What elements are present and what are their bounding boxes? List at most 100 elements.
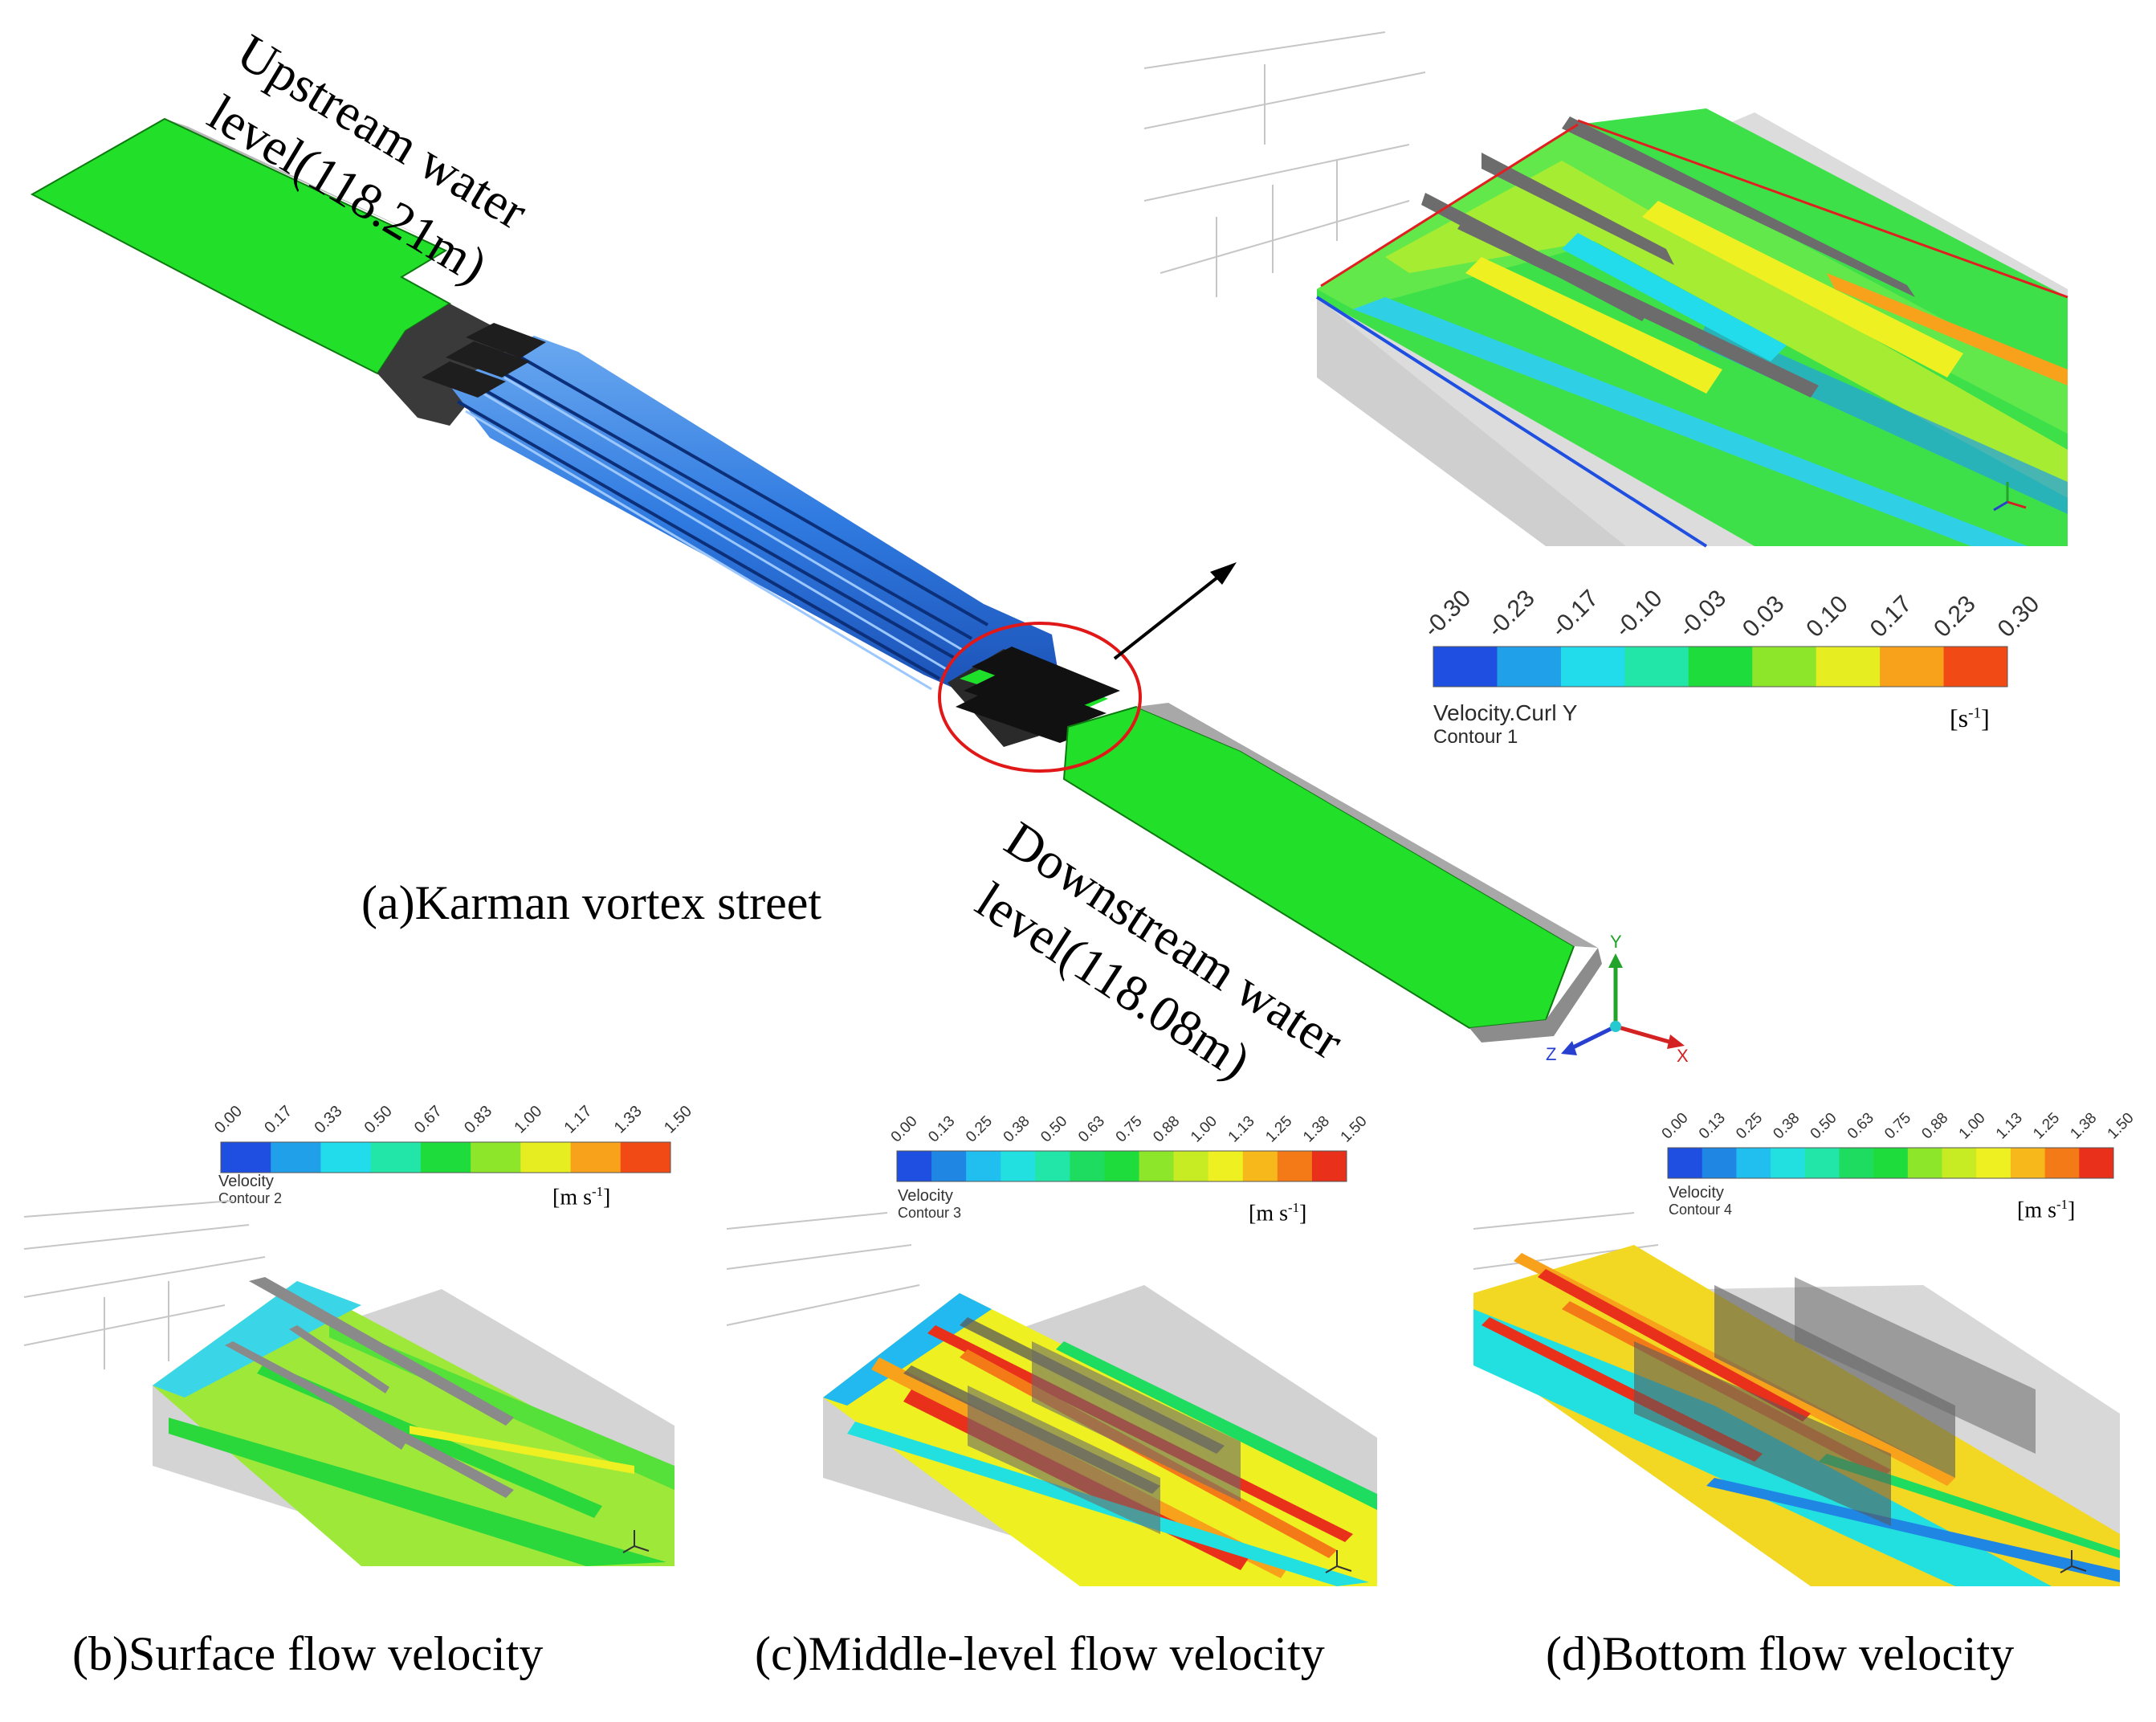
- legend-c-swatch: [1311, 1151, 1347, 1181]
- legend-d-tick-label: 0.25: [1733, 1110, 1766, 1143]
- legend-a-color-bar: [1433, 646, 2008, 688]
- legend-d-subtitle: Contour 4: [1669, 1202, 1733, 1218]
- legend-b-tick-label: 0.67: [411, 1102, 446, 1136]
- downstream-basin: [1062, 703, 1602, 1043]
- legend-c-bar-border: [896, 1150, 1347, 1182]
- legend-b-tick-label: 0.50: [361, 1102, 396, 1136]
- legend-d-tick-label: 1.50: [2105, 1110, 2138, 1143]
- legend-b-swatch: [320, 1142, 372, 1173]
- legend-b-unit: [m s-1]: [552, 1184, 611, 1210]
- legend-d-unit: [m s-1]: [2017, 1197, 2076, 1223]
- legend-c-swatch: [1242, 1151, 1278, 1181]
- legend-c-tick-label: 1.50: [1338, 1113, 1371, 1146]
- legend-d-tick-label: 0.13: [1696, 1110, 1729, 1143]
- legend-a-tick-label: 0.03: [1738, 590, 1790, 643]
- legend-c-tick-label: 1.25: [1262, 1113, 1295, 1146]
- legend-d-swatch: [1804, 1148, 1840, 1178]
- legend-c-swatch: [931, 1151, 967, 1181]
- legend-a-swatch: [1816, 647, 1881, 687]
- legend-c-tick-label: 0.00: [888, 1113, 921, 1146]
- highlight-circle: [938, 622, 1142, 773]
- bottom-velocity-image: [1473, 1212, 2120, 1586]
- legend-a-tick-label: 0.17: [1865, 590, 1918, 643]
- legend-a-swatch: [1880, 647, 1945, 687]
- legend-c-swatch: [966, 1151, 1001, 1181]
- legend-a-tick-label: 0.23: [1929, 590, 1981, 643]
- legend-d-tick-label: 0.63: [1844, 1110, 1877, 1143]
- legend-b-tick-label: 0.83: [461, 1102, 495, 1136]
- legend-a-swatch: [1497, 647, 1562, 687]
- legend-d-swatch: [1873, 1148, 1909, 1178]
- caption-c: (c)Middle-level flow velocity: [755, 1627, 1325, 1680]
- legend-a-title: Velocity.Curl Y: [1433, 700, 1578, 725]
- legend-c-tick-label: 0.88: [1150, 1113, 1183, 1146]
- legend-d-swatch: [1771, 1148, 1806, 1178]
- legend-a-swatch: [1943, 647, 2008, 687]
- legend-b-tick-label: 1.50: [661, 1102, 695, 1136]
- legend-a-tick-label: -0.30: [1419, 585, 1477, 643]
- legend-d-tick-label: 1.38: [2067, 1110, 2100, 1143]
- legend-d-swatch: [1976, 1148, 2011, 1178]
- legend-a-tick-label: -0.23: [1482, 585, 1540, 643]
- legend-a-swatch: [1624, 647, 1689, 687]
- legend-c-tick-label: 0.63: [1075, 1113, 1108, 1146]
- upstream-piers: [422, 323, 546, 398]
- legend-c-tick-label: 1.13: [1225, 1113, 1258, 1146]
- legend-c-swatch: [1208, 1151, 1244, 1181]
- legend-d-swatch: [1907, 1148, 1943, 1178]
- legend-b-tick-label: 0.33: [311, 1102, 345, 1136]
- legend-d-swatch: [1668, 1148, 1703, 1178]
- legend-d-tick-label: 1.13: [1993, 1110, 2026, 1143]
- legend-c-subtitle: Contour 3: [898, 1205, 962, 1221]
- legend-d-swatch: [1942, 1148, 1977, 1178]
- legend-a-bar-border: [1433, 646, 2008, 688]
- legend-a-unit: [s-1]: [1950, 704, 1990, 732]
- legend-c-tick-label: 0.38: [1001, 1113, 1033, 1146]
- legend-d-tick-label: 1.00: [1956, 1110, 1989, 1143]
- pointer-arrow: [1113, 570, 1226, 660]
- legend-c-swatch: [1139, 1151, 1175, 1181]
- axis-y-label: Y: [1610, 932, 1622, 952]
- legend-d-swatch: [2044, 1148, 2080, 1178]
- legend-c-swatch: [1277, 1151, 1313, 1181]
- legend-d-tick-label: 0.50: [1808, 1110, 1840, 1143]
- middle-velocity-image: [726, 1212, 1377, 1586]
- legend-d-tick-label: 0.38: [1770, 1110, 1803, 1143]
- legend-d-tick-label: 0.00: [1659, 1110, 1692, 1143]
- legend-d-color-bar: [1667, 1147, 2114, 1179]
- legend-b-tick-label: 1.33: [611, 1102, 646, 1136]
- legend-a-subtitle: Contour 1: [1433, 726, 1518, 748]
- legend-a-tick-label: -0.10: [1610, 585, 1668, 643]
- legend-b-swatch: [221, 1142, 271, 1173]
- legend-d-tick-label: 1.25: [2030, 1110, 2063, 1143]
- legend-c-tick-label: 1.00: [1188, 1113, 1221, 1146]
- legend-d-title: Velocity: [1669, 1184, 1724, 1202]
- downstream-piers: [948, 647, 1120, 747]
- legend-d-swatch: [2079, 1148, 2114, 1178]
- legend-b-swatch: [271, 1142, 321, 1173]
- legend-a-swatch: [1560, 647, 1625, 687]
- legend-b-swatch: [620, 1142, 671, 1173]
- legend-b-swatch: [471, 1142, 521, 1173]
- legend-c-tick-label: 0.50: [1037, 1113, 1070, 1146]
- legend-b-tick-label: 0.17: [261, 1102, 295, 1136]
- surface-velocity-image: [23, 1200, 675, 1566]
- axis-x-label: X: [1677, 1046, 1689, 1066]
- legend-b-tick-label: 1.00: [511, 1102, 545, 1136]
- legend-c-swatch: [1001, 1151, 1036, 1181]
- legend-a-swatch: [1688, 647, 1753, 687]
- axis-triad: [1561, 953, 1685, 1055]
- legend-b-subtitle: Contour 2: [218, 1190, 283, 1206]
- caption-a: (a)Karman vortex street: [361, 876, 822, 929]
- legend-c-unit: [m s-1]: [1249, 1200, 1307, 1226]
- legend-c-tick-label: 0.25: [963, 1113, 996, 1146]
- legend-d-swatch: [1736, 1148, 1771, 1178]
- legend-d-tick-label: 0.75: [1881, 1110, 1914, 1143]
